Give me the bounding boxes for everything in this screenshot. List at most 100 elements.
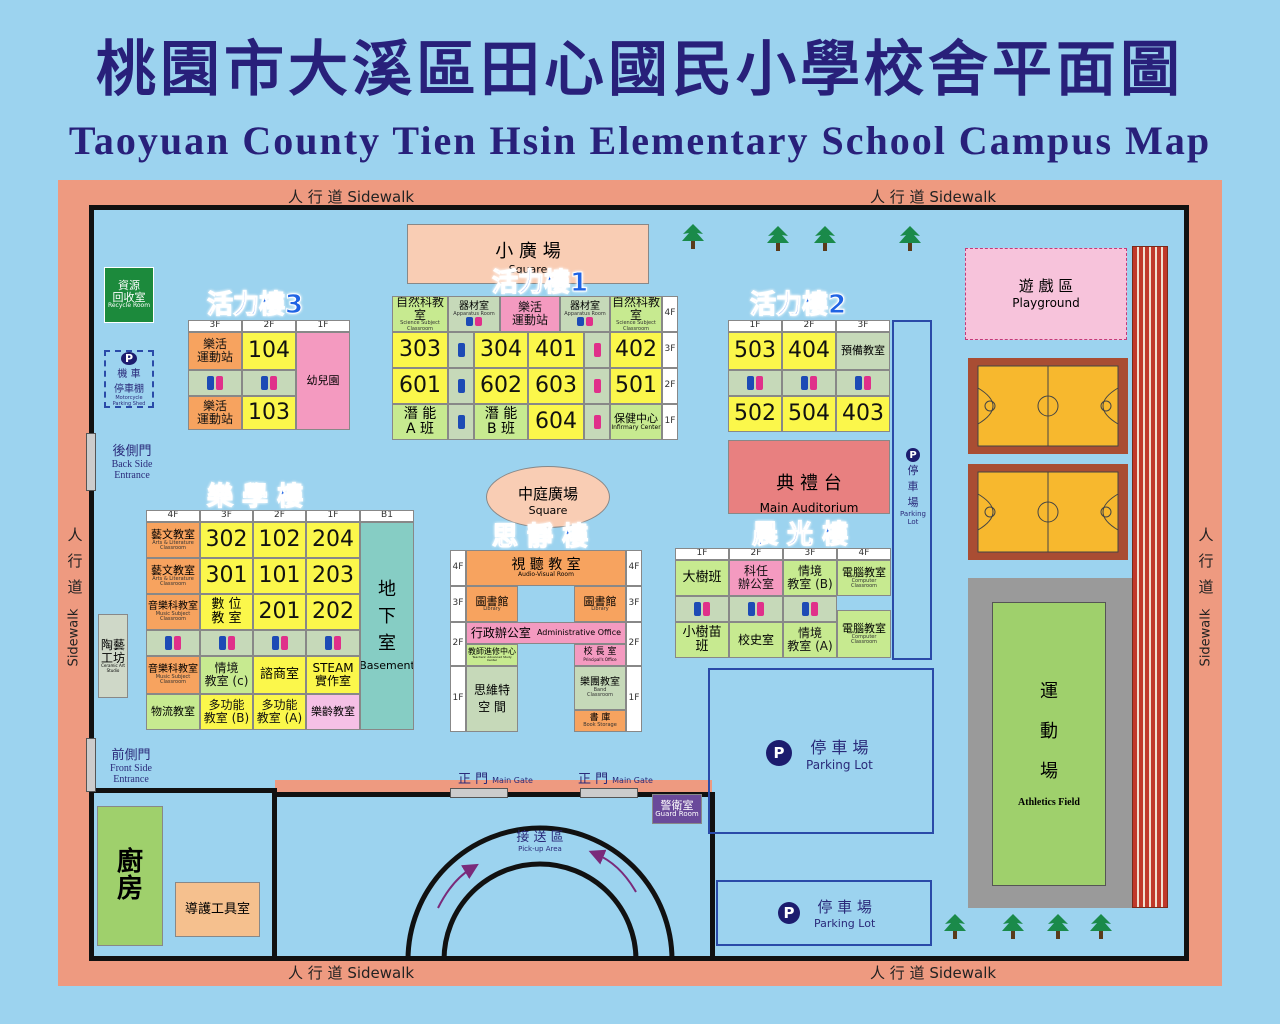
restroom (253, 630, 306, 656)
floor-label: 3F (626, 586, 642, 622)
wall-left-upper (89, 205, 94, 458)
restroom-icon (466, 317, 482, 327)
tree-icon (814, 226, 836, 251)
room-digital: 數 位教 室 (200, 594, 253, 630)
courtyard-square: 中庭廣場 Square (486, 466, 610, 528)
floor-label: 2F (450, 622, 466, 666)
parking-icon: P (778, 902, 800, 924)
restroom-icon (747, 376, 763, 390)
sidewalk-label-bottom-right: 人 行 道 Sidewalk (870, 964, 997, 982)
room-201: 201 (253, 594, 306, 630)
floor-label: 1F (306, 510, 360, 522)
floor-label: 1F (662, 404, 678, 440)
wall-bottom (89, 956, 1189, 961)
sidewalk-label-left-en: Sidewalk (66, 608, 82, 667)
restroom-icon (593, 379, 601, 393)
room-603: 603 (528, 368, 584, 404)
floor-label: 2F (242, 320, 296, 332)
restroom-icon (457, 379, 465, 393)
basement: 地 下 室 Basement (360, 522, 414, 730)
sidewalk-label-right: 人行道 (1198, 526, 1214, 596)
wall-right (1184, 205, 1189, 960)
restroom (584, 404, 610, 440)
room-602: 602 (474, 368, 528, 404)
front-side-entrance-label: 前側門 Front Side Entrance (110, 748, 152, 785)
floor-label: 4F (450, 550, 466, 586)
restroom (728, 370, 782, 396)
room-102: 102 (253, 522, 306, 558)
floor-label: 1F (728, 320, 782, 332)
restroom-icon (165, 636, 181, 650)
building-label-sijing: 思 靜 樓 (491, 522, 589, 553)
floor-label: 3F (450, 586, 466, 622)
room-multi-a: 多功能教室 (A) (253, 694, 306, 730)
floor-label: 2F (662, 368, 678, 404)
sidewalk-label-top-left: 人 行 道 Sidewalk (288, 188, 415, 206)
room-small-tree: 小樹苗班 (675, 622, 729, 658)
room-subject-office: 科任辦公室 (729, 560, 783, 596)
restroom (584, 368, 610, 404)
room-203: 203 (306, 558, 360, 594)
floor-label: 1F (675, 548, 729, 560)
floor-label: 4F (662, 296, 678, 332)
main-auditorium: 典 禮 台 Main Auditorium (728, 440, 890, 515)
motorcycle-parking-shed: P 機 車 停車棚 Motorcycle Parking Shed (104, 350, 154, 408)
room-301: 301 (200, 558, 253, 594)
wall-left-mid (89, 490, 94, 738)
tree-icon (1090, 914, 1112, 939)
kindergarten: 幼兒園 (296, 332, 350, 430)
room-logistics: 物流教室 (146, 694, 200, 730)
tree-icon (899, 226, 921, 251)
sidewalk-label-bottom-left: 人 行 道 Sidewalk (288, 964, 415, 982)
tree-icon (682, 224, 704, 249)
wall-front-left (94, 788, 275, 793)
floor-label: 1F (296, 320, 350, 332)
small-square: 小 廣 場 Square (407, 224, 649, 284)
room-303: 303 (392, 332, 448, 368)
floor-label: 1F (450, 666, 466, 732)
sidewalk-label-right-en: Sidewalk (1198, 608, 1214, 667)
parking-strip-label: P 停 車 場 Parking Lot (900, 448, 926, 526)
room-601: 601 (392, 368, 448, 404)
restroom-icon (593, 343, 601, 357)
restroom (448, 368, 474, 404)
room-504: 504 (782, 396, 836, 432)
recycle-room: 資源 回收室 Recycle Room (104, 267, 154, 323)
running-track (1132, 246, 1168, 908)
tree-icon (1002, 914, 1024, 939)
room-304: 304 (474, 332, 528, 368)
sidewalk-label-top-right: 人 行 道 Sidewalk (870, 188, 997, 206)
wall-front-left-v (272, 788, 277, 958)
room-202: 202 (306, 594, 360, 630)
building-label-huoli1: 活力樓1 (491, 268, 589, 299)
room-history: 校史室 (729, 622, 783, 658)
restroom (306, 630, 360, 656)
floor-label: 3F (200, 510, 253, 522)
restroom (675, 596, 729, 622)
floor-label: 3F (188, 320, 242, 332)
restroom (242, 370, 296, 396)
restroom-icon (802, 602, 818, 616)
floor-label: 3F (783, 548, 837, 560)
restroom (836, 370, 890, 396)
restroom (146, 630, 200, 656)
floor-label: 2F (782, 320, 836, 332)
main-gate-1 (450, 788, 508, 798)
